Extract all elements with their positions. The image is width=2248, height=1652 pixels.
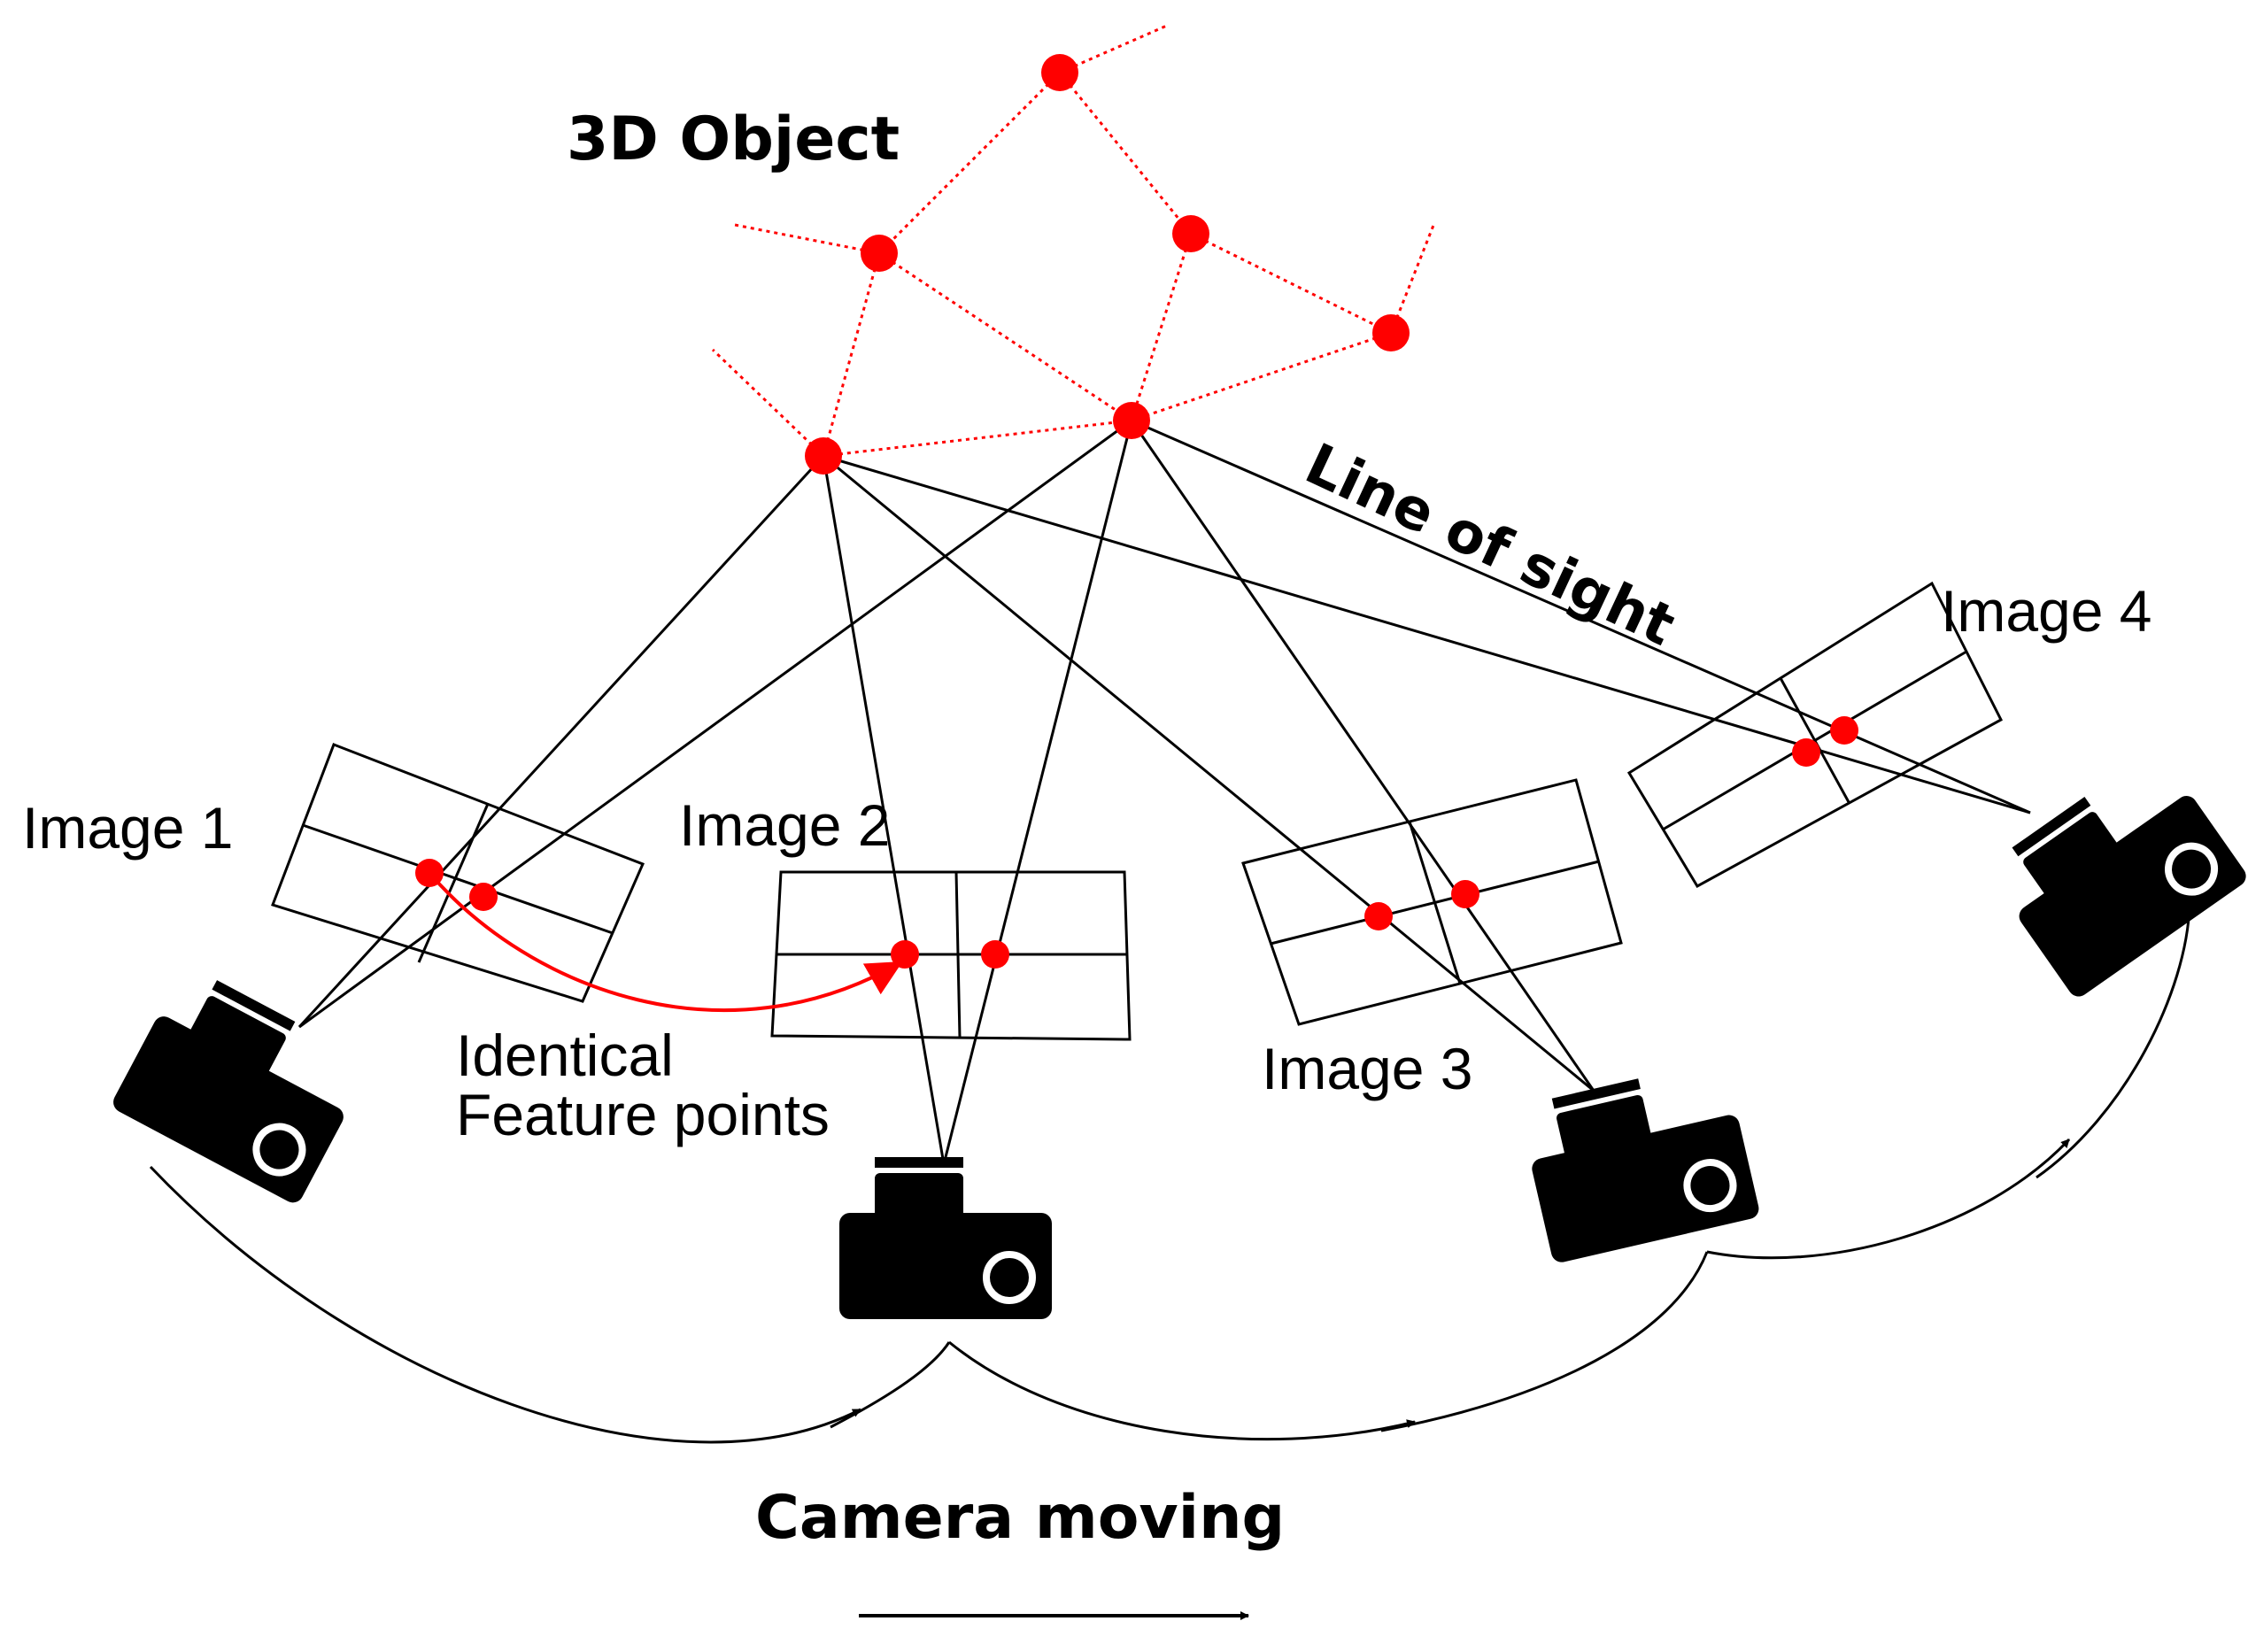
image-plane-3 bbox=[1241, 778, 1623, 1026]
image-2-label: Image 2 bbox=[679, 792, 890, 858]
feature-point bbox=[1792, 738, 1820, 767]
projected-points bbox=[415, 716, 1858, 969]
feature-point bbox=[1451, 880, 1479, 908]
feature-point bbox=[981, 940, 1009, 969]
line-of-sight-label: Line of sight bbox=[1295, 431, 1684, 659]
camera-path bbox=[149, 904, 2191, 1444]
object-vertex bbox=[1041, 54, 1078, 91]
identical-label-line2: Feature points bbox=[456, 1082, 830, 1147]
lines-of-sight bbox=[297, 419, 2031, 1165]
image-plane-4 bbox=[1626, 581, 2003, 889]
image-plane-1 bbox=[271, 743, 645, 1003]
object-vertex bbox=[1172, 215, 1209, 252]
object-vertex bbox=[1372, 314, 1410, 351]
object-edges bbox=[711, 23, 1436, 458]
camera-icon bbox=[1983, 746, 2248, 1001]
feature-point bbox=[1830, 716, 1858, 745]
feature-point bbox=[469, 883, 498, 911]
image-3-label: Image 3 bbox=[1262, 1036, 1472, 1101]
image-plane-2 bbox=[770, 870, 1132, 1041]
object-label: 3D Object bbox=[567, 104, 900, 174]
feature-point bbox=[1364, 902, 1393, 930]
object-vertices bbox=[805, 54, 1410, 475]
image-1-label: Image 1 bbox=[22, 795, 233, 861]
object-vertex bbox=[1113, 402, 1150, 439]
camera-icon bbox=[110, 963, 374, 1206]
feature-point bbox=[891, 940, 919, 969]
object-vertex bbox=[861, 235, 898, 272]
camera-moving-label: Camera moving bbox=[755, 1483, 1285, 1553]
camera-icon bbox=[839, 1157, 1052, 1319]
camera-icon bbox=[1518, 1059, 1761, 1264]
identical-label-line1: Identical bbox=[456, 1023, 674, 1088]
image-4-label: Image 4 bbox=[1941, 578, 2151, 644]
object-vertex bbox=[805, 437, 842, 475]
identical-feature-arrow bbox=[428, 871, 903, 1013]
